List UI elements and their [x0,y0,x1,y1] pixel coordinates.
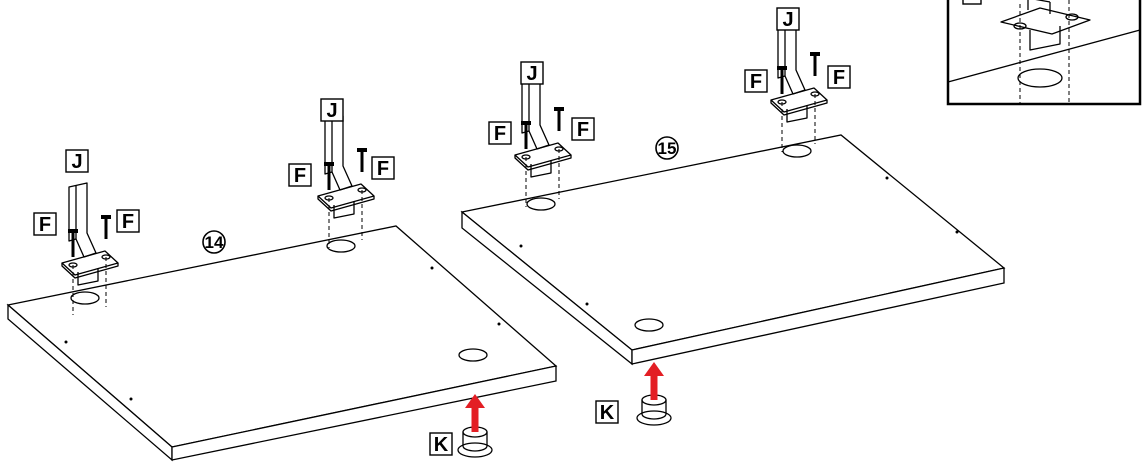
bracket-assembly-3 [514,74,572,207]
hole-right-3 [634,318,664,332]
label-letter: F [833,67,845,89]
label-letter: F [294,165,306,187]
step-marker-15: 15 [655,136,679,160]
label-f-2: F [116,209,140,233]
hole-left-2 [326,239,356,253]
hole-left-1 [70,291,100,305]
svg-text:14: 14 [205,233,224,252]
hole-right-1 [526,197,556,211]
label-letter: F [494,123,506,145]
label-k-1: K [429,432,453,456]
label-letter: K [434,434,449,456]
label-letter: F [122,211,134,233]
label-j-2: J [320,98,344,122]
label-f-4: F [371,156,395,180]
plug-left [457,394,493,458]
label-letter: K [600,402,615,424]
up-arrow-icon [644,362,664,400]
label-k-2: K [595,400,619,424]
bracket-assembly-2 [317,115,375,248]
label-letter: F [577,119,589,141]
panel-right [460,134,1006,366]
panel-left [6,225,558,462]
hole-left-3 [458,348,488,362]
bracket-assembly-4 [770,19,828,152]
label-j-4: J [776,7,800,31]
label-f-5: F [488,121,512,145]
label-letter: F [377,158,389,180]
label-f-1: F [33,212,57,236]
label-letter: J [526,63,537,85]
label-f-7: F [744,69,768,93]
label-f-8: F [827,65,851,89]
step-marker-14: 14 [202,230,226,254]
label-letter: J [326,100,337,122]
label-f-3: F [288,163,312,187]
label-letter: F [39,214,51,236]
label-j-1: J [65,149,89,173]
label-letter: J [71,151,82,173]
label-f-6: F [571,117,595,141]
label-j-3: J [520,61,544,85]
up-arrow-icon [465,394,485,432]
svg-text:15: 15 [658,139,677,158]
label-letter: J [782,9,793,31]
hole-right-2 [782,144,812,158]
label-letter: F [750,71,762,93]
bracket-assembly-1 [61,182,119,315]
plug-right [636,362,672,426]
detail-inset [946,0,1142,106]
